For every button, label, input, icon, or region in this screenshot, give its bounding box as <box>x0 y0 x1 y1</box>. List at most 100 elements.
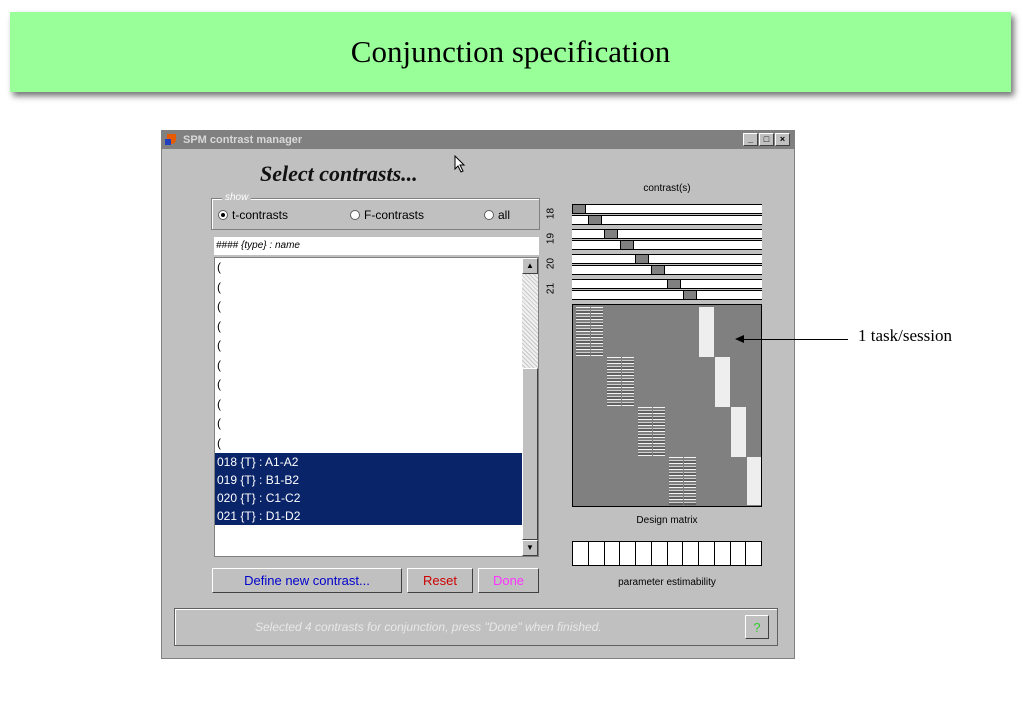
show-group: show t-contrasts F-contrasts all <box>211 192 540 230</box>
minimize-button[interactable]: _ <box>743 133 758 146</box>
contrast-row-label: 19 <box>545 232 557 245</box>
estimability-cell <box>746 542 761 565</box>
done-button[interactable]: Done <box>478 568 539 593</box>
radio-all-label: all <box>498 208 511 222</box>
estimability-cell <box>714 542 731 565</box>
list-item[interactable]: ( <box>217 279 221 294</box>
define-new-contrast-button[interactable]: Define new contrast... <box>212 568 402 593</box>
maximize-button[interactable]: □ <box>759 133 774 146</box>
radio-t-contrasts-label: t-contrasts <box>232 208 289 222</box>
list-item-selected[interactable]: 021 {T} : D1-D2 <box>215 507 523 525</box>
design-matrix-label: Design matrix <box>636 515 698 526</box>
estimability-cell <box>667 542 684 565</box>
contrast-weight-line <box>572 215 762 225</box>
parameter-estimability-bar <box>572 541 762 566</box>
list-header: #### {type} : name <box>214 237 539 255</box>
list-item[interactable]: ( <box>217 396 221 411</box>
contrast-weight-cell <box>683 290 697 300</box>
session-constant <box>747 457 761 505</box>
design-matrix-regressor <box>607 357 621 407</box>
design-matrix-regressor <box>622 357 634 407</box>
estimability-cell <box>573 542 589 565</box>
title-banner: Conjunction specification <box>10 12 1011 92</box>
matlab-icon <box>165 133 179 147</box>
contrast-weight-cell <box>651 265 665 275</box>
estimability-cell <box>730 542 747 565</box>
contrast-weight-line <box>572 265 762 275</box>
contrast-weight-line <box>572 240 762 250</box>
contrast-rows-panel: 18 19 20 21 <box>542 202 764 302</box>
spm-contrast-manager-window: SPM contrast manager _ □ × Select contra… <box>161 130 795 659</box>
list-item[interactable]: ( <box>217 357 221 372</box>
reset-button[interactable]: Reset <box>407 568 473 593</box>
mouse-cursor-icon <box>454 154 466 178</box>
radio-unselected-icon <box>484 210 494 220</box>
design-matrix-regressor <box>638 407 652 457</box>
list-item-selected[interactable]: 020 {T} : C1-C2 <box>215 489 523 507</box>
session-constant <box>731 407 746 457</box>
list-item-selected[interactable]: 018 {T} : A1-A2 <box>215 453 523 471</box>
contrast-weight-cell <box>588 215 602 225</box>
list-item[interactable]: ( <box>217 299 221 313</box>
annotation-label: 1 task/session <box>858 326 952 345</box>
estimability-cell <box>699 542 715 565</box>
banner-title: Conjunction specification <box>350 34 671 69</box>
radio-selected-icon <box>218 210 228 220</box>
list-item[interactable]: ( <box>217 435 221 450</box>
design-matrix-regressor <box>669 457 683 505</box>
session-constant <box>715 357 730 407</box>
list-item-selected[interactable]: 019 {T} : B1-B2 <box>215 471 523 489</box>
contrast-weight-cell <box>620 240 634 250</box>
contrast-weight-cell <box>635 254 649 264</box>
radio-all[interactable]: all <box>484 208 510 222</box>
scroll-down-icon[interactable]: ▼ <box>522 540 538 556</box>
status-text: Selected 4 contrasts for conjunction, pr… <box>255 620 602 634</box>
contrast-row-label: 20 <box>545 257 557 270</box>
estimability-cell <box>620 542 636 565</box>
select-contrasts-heading: Select contrasts... <box>260 161 418 186</box>
radio-f-contrasts-label: F-contrasts <box>364 208 425 222</box>
estimability-cell <box>588 542 605 565</box>
contrasts-panel-title: contrast(s) <box>643 183 691 194</box>
estimability-cell <box>604 542 621 565</box>
list-item[interactable]: ( <box>217 377 221 391</box>
contrast-row-label: 21 <box>545 282 557 295</box>
close-button[interactable]: × <box>775 133 790 146</box>
contrast-weight-line <box>572 254 762 264</box>
design-matrix-regressor <box>576 307 590 357</box>
contrast-weight-line <box>572 229 762 239</box>
contrast-weight-line <box>572 204 762 214</box>
scroll-up-icon[interactable]: ▲ <box>522 258 538 274</box>
scroll-thumb[interactable] <box>522 368 538 540</box>
window-controls: _ □ × <box>743 133 790 146</box>
radio-f-contrasts[interactable]: F-contrasts <box>350 208 424 222</box>
radio-unselected-icon <box>350 210 360 220</box>
contrast-weight-cell <box>572 204 586 214</box>
estimability-cell <box>651 542 668 565</box>
show-legend: show <box>222 192 252 203</box>
contrast-weight-line <box>572 290 762 300</box>
list-item[interactable]: ( <box>217 318 221 333</box>
design-matrix-regressor <box>684 457 696 505</box>
list-item[interactable]: ( <box>217 260 221 274</box>
radio-t-contrasts[interactable]: t-contrasts <box>218 208 288 222</box>
annotation-arrow-icon <box>735 335 744 343</box>
contrast-weight-cell <box>604 229 618 239</box>
session-constant <box>699 307 714 357</box>
contrast-row-label: 18 <box>545 207 557 220</box>
contrast-weight-cell <box>667 279 681 289</box>
help-button[interactable]: ? <box>745 615 769 639</box>
annotation-line <box>740 339 848 340</box>
window-title: SPM contrast manager <box>183 134 303 146</box>
estimability-cell <box>636 542 652 565</box>
window-titlebar[interactable]: SPM contrast manager _ □ × <box>162 131 794 149</box>
list-item[interactable]: ( <box>217 338 221 352</box>
design-matrix-image <box>572 304 762 507</box>
design-matrix-regressor <box>653 407 665 457</box>
list-item[interactable]: ( <box>217 416 221 430</box>
list-scrollbar[interactable]: ▲ ▼ <box>522 258 538 556</box>
design-matrix-regressor <box>591 307 603 357</box>
status-bar: Selected 4 contrasts for conjunction, pr… <box>174 608 778 646</box>
